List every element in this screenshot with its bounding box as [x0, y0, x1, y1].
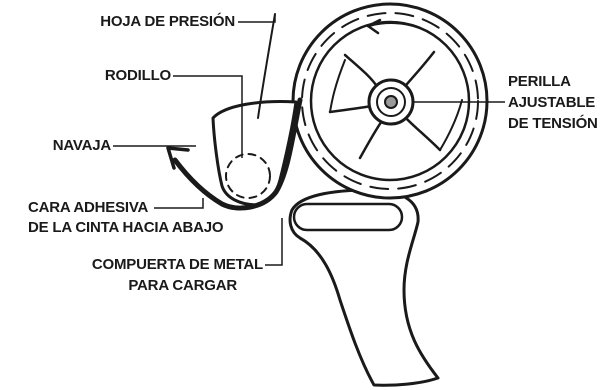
rotation-arrowhead	[366, 18, 382, 35]
label-adhesive-face-line2: DE LA CINTA HACIA ABAJO	[28, 219, 224, 236]
label-tension-knob-line1: PERILLA	[508, 73, 571, 90]
tape-ring-dashed	[301, 12, 479, 190]
label-metal-gate-line2: PARA CARGAR	[128, 277, 237, 294]
front-housing	[211, 100, 298, 207]
label-tension-knob-line2: AJUSTABLE	[508, 94, 596, 111]
tension-knob-center	[384, 95, 398, 109]
label-pressure-sheet: HOJA DE PRESIÓN	[100, 13, 235, 30]
leader-pressure-sheet	[238, 14, 276, 23]
hub-spoke	[329, 59, 346, 113]
trigger-slot	[292, 202, 404, 232]
pressure-sheet-line	[257, 13, 276, 119]
leader-metal-gate	[265, 218, 283, 266]
label-tension-knob-line3: DE TENSIÓN	[508, 115, 598, 132]
hub-spoke	[439, 99, 463, 151]
label-blade: NAVAJA	[52, 137, 111, 154]
label-metal-gate-line1: COMPUERTA DE METAL	[91, 256, 263, 273]
blade-tip	[166, 146, 190, 170]
leader-roller	[173, 75, 243, 158]
metal-gate	[172, 97, 303, 211]
label-adhesive-face-line1: CARA ADHESIVA	[28, 199, 149, 216]
label-roller: RODILLO	[104, 67, 171, 84]
roller-circle	[225, 153, 271, 199]
leader-adhesive-face	[154, 198, 204, 209]
handle-outline	[288, 188, 440, 387]
tension-knob-mid	[376, 87, 406, 117]
